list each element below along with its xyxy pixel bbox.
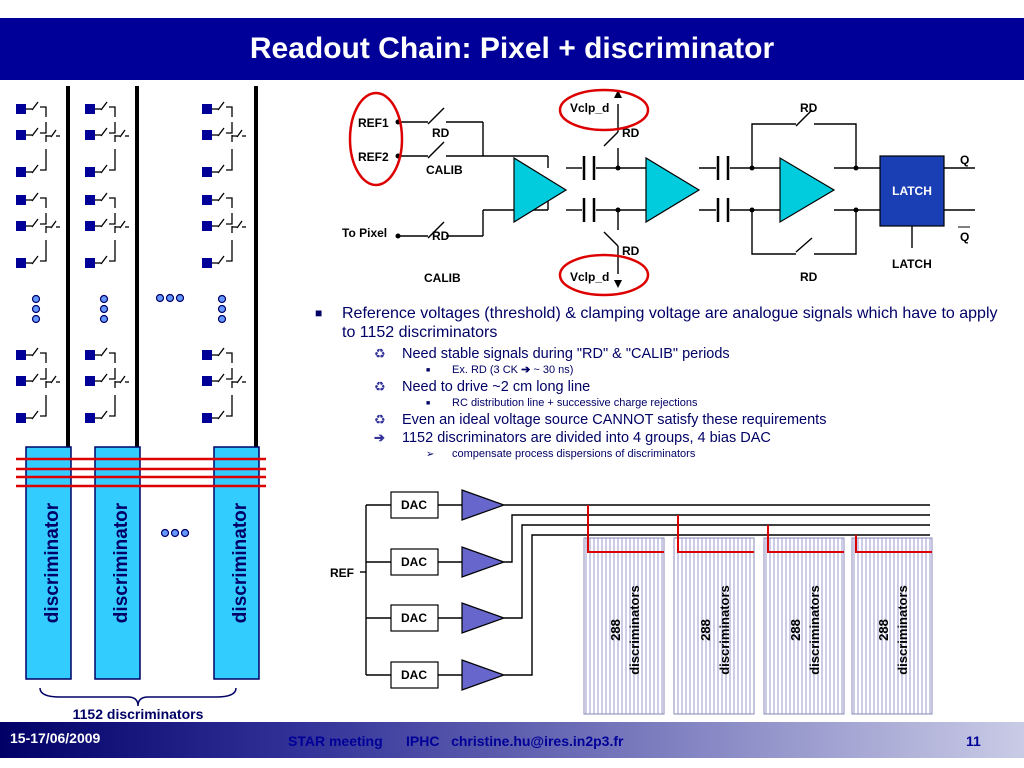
rd-label-4: RD [622,244,640,258]
sub-bullet-icon: ♻ [374,379,386,394]
calib-label-1: CALIB [426,163,463,177]
arrow-icon: ➔ [374,430,385,445]
pixel-array [16,86,258,538]
square-bullet-icon: ■ [315,306,323,320]
bullet-1-4-1: ➢compensate process dispersions of discr… [426,448,696,460]
bullet-1-3: ♻Even an ideal voltage source CANNOT sat… [374,412,827,428]
dac-label-1: DAC [401,498,427,512]
vclp-label-top: Vclp_d [570,101,609,115]
discriminator-label-1: discriminator [42,502,63,623]
q-label: Q [960,153,969,167]
rd-label-1: RD [432,126,450,140]
bullet-1-4: ➔1152 discriminators are divided into 4 … [374,430,771,446]
group3-label: discriminators [807,585,822,675]
sub-bullet-icon: ♻ [374,412,386,427]
bullet-1: ■Reference voltages (threshold) & clampi… [315,305,998,341]
group2-count: 288 [698,619,713,641]
bullet-1-2: ♻Need to drive ~2 cm long line [374,379,591,395]
footer-bar: 15-17/06/2009 STAR meeting IPHC christin… [0,722,1024,758]
group4-label: discriminators [895,585,910,675]
group3-count: 288 [788,619,803,641]
latch-box-label: LATCH [892,184,932,198]
vclp-label-bottom: Vclp_d [570,270,609,284]
dac-label-3: DAC [401,611,427,625]
highlight-circles [348,88,650,297]
sub-bullet-icon: ♻ [374,346,386,361]
bias-lines [16,457,266,488]
schematic-labels: REF1 REF2 To Pixel RD CALIB RD CALIB Vcl… [342,101,969,285]
bullet-1-2-1: ■RC distribution line + successive charg… [426,397,698,409]
calib-label-2: CALIB [424,271,461,285]
rd-label-6: RD [800,270,818,284]
square-bullet-icon: ■ [426,400,431,407]
ref2-label: REF2 [358,150,389,164]
dac-diagram: REF DAC DAC DAC DAC 288 discriminators 2… [330,489,933,715]
to-pixel-label: To Pixel [342,226,387,240]
group2-label: discriminators [717,585,732,675]
group1-label: discriminators [627,585,642,675]
arrow-icon: ➔ [521,364,531,376]
footer-event: STAR meeting IPHC christine.hu@ires.in2p… [288,733,624,749]
amplifiers [513,156,836,224]
square-bullet-icon: ■ [426,367,431,374]
group4-count: 288 [876,619,891,641]
rd-label-3: RD [622,126,640,140]
footer-date: 15-17/06/2009 [10,730,101,746]
bullet-list: ■Reference voltages (threshold) & clampi… [312,304,1012,462]
qbar-label: Q [960,230,969,244]
discriminator-label-3: discriminator [230,502,251,623]
brace [39,687,237,707]
dac-label-2: DAC [401,555,427,569]
rd-label-2: RD [432,229,450,243]
brace-label: 1152 discriminators [73,706,204,722]
group1-count: 288 [608,619,623,641]
ref-label: REF [330,566,354,580]
dac-label-4: DAC [401,668,427,682]
comparator-schematic [398,104,975,274]
discriminator-label-2: discriminator [111,502,132,623]
slide-title: Readout Chain: Pixel + discriminator [0,18,1024,80]
latch-box [879,155,945,227]
rd-label-5: RD [800,101,818,115]
bullet-1-1-1: ■Ex. RD (3 CK ➔ ~ 30 ns) [426,364,574,376]
page-number: 11 [966,733,981,749]
bullet-1-1: ♻Need stable signals during "RD" & "CALI… [374,346,730,362]
discriminator-columns: discriminator discriminator discriminato… [25,446,260,680]
chevron-bullet-icon: ➢ [426,449,435,460]
latch-label: LATCH [892,257,932,271]
ref1-label: REF1 [358,116,389,130]
